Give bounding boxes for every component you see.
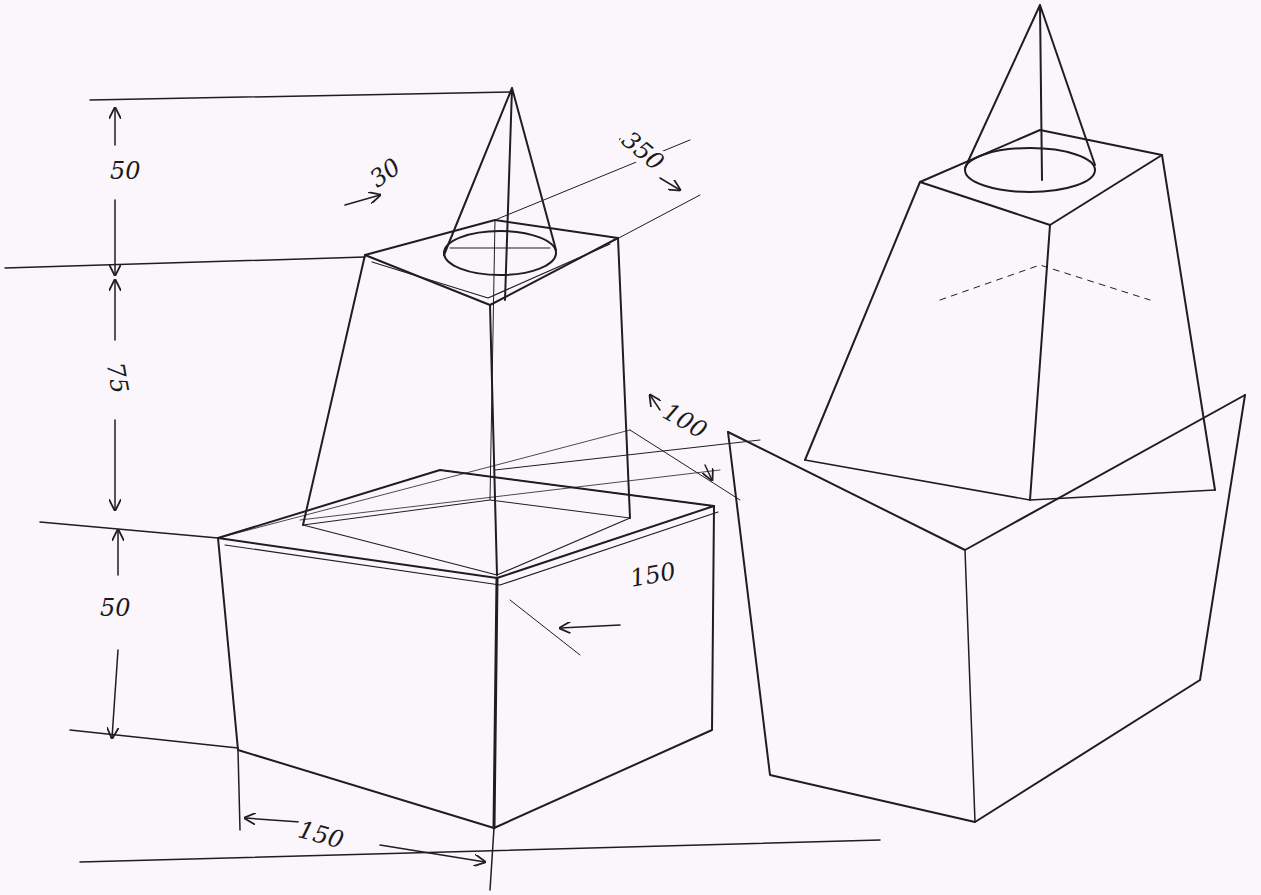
dimension-label: 100 xyxy=(657,397,713,444)
frustum xyxy=(218,220,720,575)
base-block xyxy=(218,470,718,828)
dimension-lines xyxy=(5,92,880,890)
dimension-label: 150 xyxy=(293,816,348,854)
dimension-label: 150 xyxy=(626,558,680,592)
dimension-label: 50 xyxy=(98,595,133,621)
shaded-sketch xyxy=(728,5,1245,822)
dimension-label: 30 xyxy=(364,152,407,193)
dimension-label: 50 xyxy=(108,158,143,184)
dimension-label: 350 xyxy=(615,125,670,177)
cone xyxy=(444,88,556,300)
dimension-label: 75 xyxy=(101,359,133,398)
